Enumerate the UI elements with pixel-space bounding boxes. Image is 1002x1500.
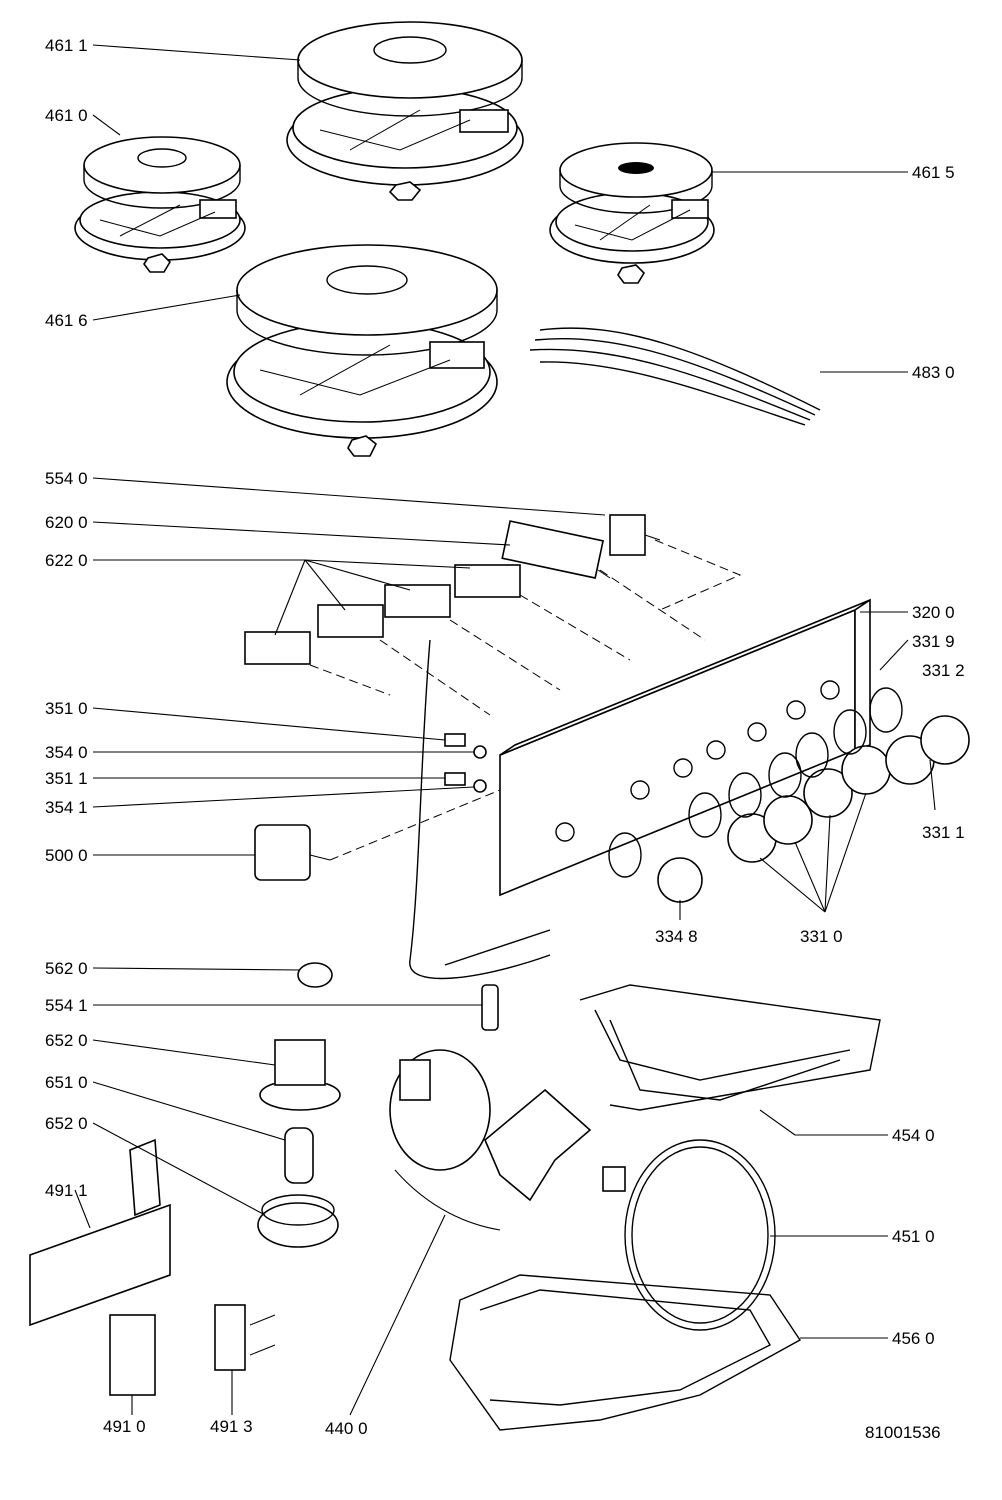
label-440-0: 440 0 — [325, 1419, 368, 1438]
label-454-0: 454 0 — [892, 1126, 935, 1145]
grill-element-454-0 — [579, 984, 881, 1111]
label-651-0: 651 0 — [45, 1073, 88, 1092]
circular-element-451-0 — [602, 1139, 776, 1331]
label-491-3: 491 3 — [210, 1417, 253, 1436]
knobs-331 — [608, 687, 970, 903]
leader-lines — [74, 44, 936, 1416]
hotplate-461-0 — [74, 136, 246, 273]
control-panel-320-0 — [499, 598, 871, 897]
label-351-1: 351 1 — [45, 769, 88, 788]
label-461-1: 461 1 — [45, 36, 88, 55]
pilot-lamps-351 — [444, 733, 487, 793]
label-483-0: 483 0 — [912, 363, 955, 382]
label-491-1: 491 1 — [45, 1181, 88, 1200]
label-331-2: 331 2 — [922, 661, 965, 680]
wire-harness-483-0 — [529, 327, 821, 426]
label-461-5: 461 5 — [912, 163, 955, 182]
label-331-9: 331 9 — [912, 632, 955, 651]
label-461-6: 461 6 — [45, 311, 88, 330]
selector-switch-620-0 — [501, 520, 611, 579]
label-652-0-lower: 652 0 — [45, 1114, 88, 1133]
terminal-clamp-491-3 — [214, 1304, 276, 1371]
label-461-0: 461 0 — [45, 106, 88, 125]
label-562-0: 562 0 — [45, 959, 88, 978]
lamp-cover-652-0 — [257, 1194, 339, 1248]
label-320-0: 320 0 — [912, 603, 955, 622]
label-351-0: 351 0 — [45, 699, 88, 718]
label-554-0: 554 0 — [45, 469, 88, 488]
label-500-0: 500 0 — [45, 846, 88, 865]
label-354-1: 354 1 — [45, 798, 88, 817]
hotplate-461-1 — [286, 21, 524, 201]
label-331-0: 331 0 — [800, 927, 843, 946]
bottom-element-456-0 — [449, 1274, 802, 1431]
label-491-0: 491 0 — [103, 1417, 146, 1436]
limiter-562-0 — [297, 962, 333, 988]
sensor-554-1 — [481, 984, 499, 1031]
timer-500-0 — [254, 824, 331, 881]
hotplate-461-5 — [549, 142, 715, 284]
drawing-number: 81001536 — [865, 1423, 941, 1442]
part-labels: 461 1 461 0 461 5 461 6 483 0 554 0 620 … — [45, 36, 965, 1442]
lamp-holder-652-0 — [259, 1039, 341, 1111]
label-622-0: 622 0 — [45, 551, 88, 570]
label-652-0-upper: 652 0 — [45, 1031, 88, 1050]
label-331-1: 331 1 — [922, 823, 965, 842]
assembly-lines — [309, 539, 742, 861]
label-456-0: 456 0 — [892, 1329, 935, 1348]
label-554-1: 554 1 — [45, 996, 88, 1015]
label-451-0: 451 0 — [892, 1227, 935, 1246]
bracket-491-1 — [29, 1138, 171, 1327]
thermostat-capillary — [409, 639, 551, 980]
label-354-0: 354 0 — [45, 743, 88, 762]
energy-regulators-622-0 — [244, 564, 521, 665]
hotplate-461-6 — [226, 244, 498, 457]
fan-motor-440-0 — [389, 1049, 592, 1231]
thermostat-554-0 — [609, 514, 661, 556]
label-620-0: 620 0 — [45, 513, 88, 532]
oven-lamp-651-0 — [284, 1127, 314, 1184]
label-334-8: 334 8 — [655, 927, 698, 946]
terminal-block-491-0 — [109, 1314, 156, 1396]
